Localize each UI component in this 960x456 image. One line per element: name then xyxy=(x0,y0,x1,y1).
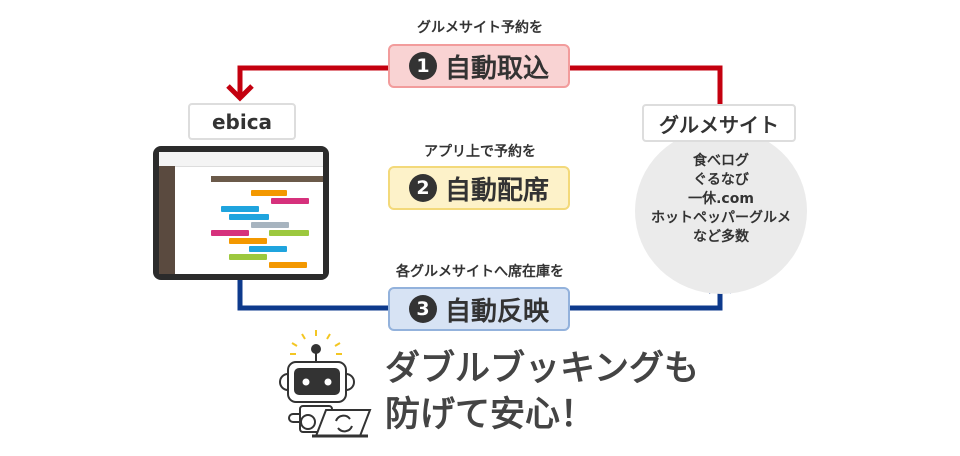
step2-number: 2 xyxy=(408,174,437,202)
step3-label: 自動反映 xyxy=(444,296,549,327)
gourmet-site-list: 食べログ ぐるなび 一休.com ホットペッパーグルメ など多数 xyxy=(640,152,802,247)
site-ikyu: 一休.com xyxy=(688,191,754,207)
step2-caption: アプリ上で予約を xyxy=(424,144,536,160)
site-gurunavi: ぐるなび xyxy=(693,172,749,188)
gourmet-sites-circle xyxy=(635,128,807,294)
step1-number: 1 xyxy=(408,52,437,80)
step1-label: 自動取込 xyxy=(444,53,549,84)
headline-line2: 防げて安心！ xyxy=(385,395,596,435)
robot-laptop-icon xyxy=(279,330,372,438)
step3-number: 3 xyxy=(408,295,437,323)
gourmet-site-label: グルメサイト xyxy=(642,104,796,142)
step3-caption: 各グルメサイトへ席在庫を xyxy=(396,264,564,280)
headline-line1: ダブルブッキングも xyxy=(385,349,699,389)
tablet-screenshot xyxy=(153,146,329,280)
red-arrowhead xyxy=(226,84,254,102)
step1-caption: グルメサイト予約を xyxy=(417,20,543,36)
site-hotpepper: ホットペッパーグルメ xyxy=(651,210,791,226)
headline: ダブルブッキングも 防げて安心！ xyxy=(385,346,699,438)
site-others: など多数 xyxy=(693,229,749,245)
ebica-label: ebica xyxy=(188,103,296,140)
site-tabelog: 食べログ xyxy=(693,153,749,169)
step2-label: 自動配席 xyxy=(444,175,549,206)
